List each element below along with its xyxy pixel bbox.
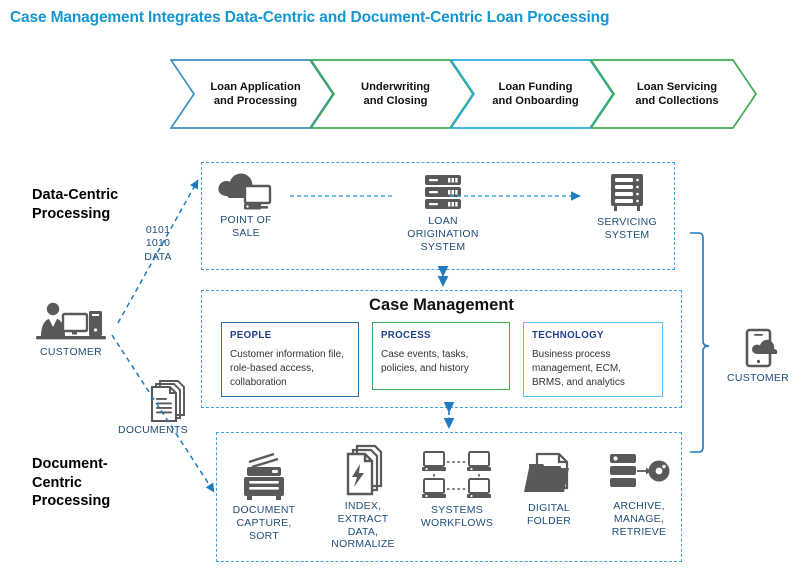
node-caption: SYSTEMS WORKFLOWS — [420, 504, 494, 529]
node-caption: CUSTOMER — [727, 372, 789, 384]
document-bolt-icon — [320, 442, 406, 498]
server-stack-icon — [398, 173, 488, 213]
page-title: Case Management Integrates Data-Centric … — [10, 9, 610, 26]
documents-stack-icon — [148, 379, 194, 423]
node-caption: POINT OF SALE — [220, 214, 272, 239]
node-systems-workflows[interactable]: SYSTEMS WORKFLOWS — [412, 450, 502, 530]
section-label-document-centric: Document- Centric Processing — [32, 456, 111, 510]
node-customer-left[interactable]: CUSTOMER — [28, 302, 114, 359]
node-document-capture[interactable]: DOCUMENT CAPTURE, SORT — [224, 450, 304, 542]
right-brace — [690, 232, 710, 453]
node-servicing-system[interactable]: SERVICING SYSTEM — [585, 172, 669, 242]
server-rack-icon — [585, 172, 669, 214]
process-chevron-bar: Loan Application and Processing Underwri… — [170, 59, 760, 129]
pillar-heading: PEOPLE — [230, 330, 272, 341]
pillar-heading: PROCESS — [381, 330, 431, 341]
node-caption: CUSTOMER — [40, 346, 102, 358]
node-caption: SERVICING SYSTEM — [597, 216, 657, 241]
scanner-icon — [224, 450, 304, 502]
chevron-label: Loan Servicing and Collections — [635, 80, 719, 107]
folder-document-icon — [512, 448, 586, 500]
archive-disk-icon — [598, 450, 680, 498]
pillar-body: Customer information file, role-based ac… — [230, 349, 344, 389]
section-label-data-centric: Data-Centric Processing — [32, 187, 119, 222]
chevron-shape — [590, 59, 758, 129]
data-stream-label: 0101 1010 DATA — [144, 224, 172, 263]
cloud-pos-icon — [206, 170, 286, 212]
node-documents-stack — [148, 379, 194, 423]
customer-mobile-cloud-icon — [722, 328, 794, 370]
node-point-of-sale[interactable]: POINT OF SALE — [206, 170, 286, 240]
pillar-people[interactable]: PEOPLE Customer information file, role-b… — [221, 322, 359, 397]
zone-document-centric — [216, 432, 682, 562]
node-customer-right[interactable]: CUSTOMER — [722, 328, 794, 385]
pillar-technology[interactable]: TECHNOLOGY Business process management, … — [523, 322, 663, 397]
node-archive-manage-retrieve[interactable]: ARCHIVE, MANAGE, RETRIEVE — [598, 450, 680, 538]
chevron-loan-funding[interactable]: Loan Funding and Onboarding — [450, 59, 615, 129]
documents-label: DOCUMENTS — [118, 424, 188, 436]
pillar-process[interactable]: PROCESS Case events, tasks, policies, an… — [372, 322, 510, 390]
pillar-heading: TECHNOLOGY — [532, 330, 604, 341]
node-index-extract[interactable]: INDEX, EXTRACT DATA, NORMALIZE — [320, 442, 406, 551]
node-caption: LOAN ORIGINATION SYSTEM — [407, 215, 479, 253]
chevron-label: Underwriting and Closing — [361, 80, 430, 107]
node-caption: DIGITAL FOLDER — [526, 502, 572, 527]
node-caption: ARCHIVE, MANAGE, RETRIEVE — [611, 500, 667, 538]
node-loan-origination-system[interactable]: LOAN ORIGINATION SYSTEM — [398, 173, 488, 253]
chevron-label: Loan Funding and Onboarding — [492, 80, 579, 107]
node-caption: INDEX, EXTRACT DATA, NORMALIZE — [331, 500, 395, 551]
chevron-label: Loan Application and Processing — [210, 80, 301, 107]
chevron-loan-servicing[interactable]: Loan Servicing and Collections — [590, 59, 758, 129]
node-caption: DOCUMENT CAPTURE, SORT — [232, 504, 296, 542]
network-workflow-icon — [412, 450, 502, 502]
case-management-heading: Case Management — [369, 296, 514, 314]
customer-desktop-icon — [28, 302, 114, 344]
node-digital-folder[interactable]: DIGITAL FOLDER — [512, 448, 586, 528]
pillar-body: Business process management, ECM, BRMS, … — [532, 349, 625, 389]
pillar-body: Case events, tasks, policies, and histor… — [381, 349, 469, 375]
